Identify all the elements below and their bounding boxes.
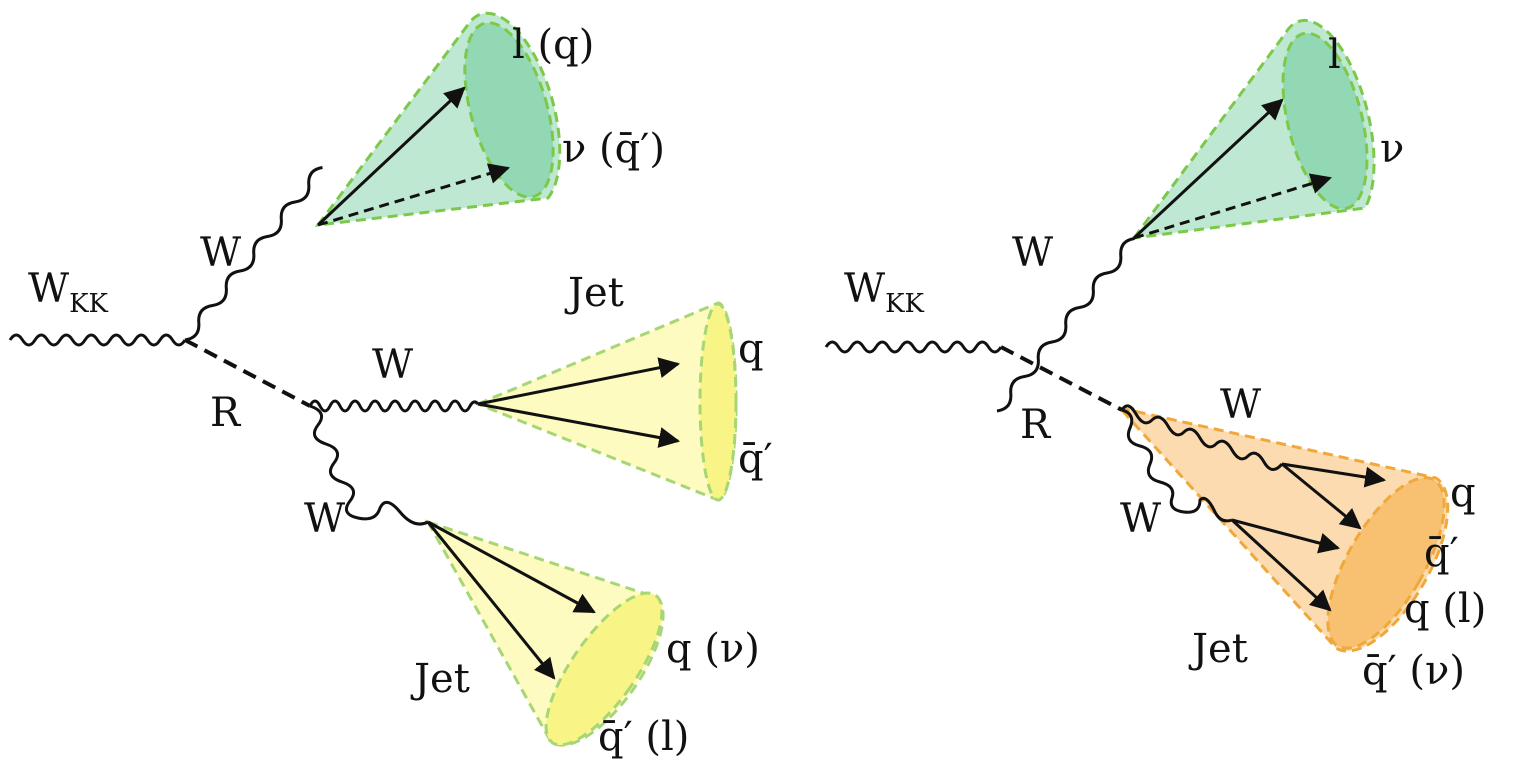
right-jet-qbar-label: q̄′ (1424, 530, 1459, 576)
right-lepton-label: l (1328, 32, 1341, 78)
left-jet1-arrow-q (477, 357, 681, 406)
right-w-merged-1-wavy-line (1120, 404, 1284, 471)
right-lepton-arrow (1132, 98, 1284, 240)
left-resonance-dashed-line (184, 338, 311, 408)
left-w-upper-label: W (200, 230, 241, 276)
right-jet-arrow-qbar (1281, 462, 1362, 530)
left-jet1-q-label: q (738, 326, 764, 372)
left-neutrino-label: ν (q̄′) (562, 126, 665, 172)
left-jet2-qbar-label: q̄′ (l) (598, 714, 689, 760)
left-jet-cone-2 (424, 519, 665, 747)
left-jet1-qbar-label: q̄′ (738, 436, 773, 482)
left-jet-cone-1 (474, 301, 738, 502)
right-w-upper-wavy-line (996, 237, 1135, 413)
left-jet2-title: Jet (410, 656, 470, 702)
right-diagram: WKK W R W W l ν Jet q q̄′ q (l) q̄′ (ν) (824, 19, 1486, 694)
right-neutrino-arrow (1133, 173, 1333, 240)
right-w-merged-2-label: W (1120, 496, 1161, 542)
left-lepton-arrow (316, 86, 466, 227)
left-w-upper-wavy-line (184, 166, 323, 342)
left-neutrino-arrow (317, 163, 511, 227)
right-resonance-dashed-line (1000, 345, 1123, 412)
right-w-upper-label: W (1012, 230, 1053, 276)
left-jet2-arrow-q (427, 520, 596, 614)
left-lepton-label: l (q) (512, 22, 594, 68)
left-resonance-label: R (210, 390, 242, 436)
right-jet-q-l-label: q (l) (1404, 586, 1486, 632)
left-w-mid-label: W (372, 342, 413, 388)
right-w-merged-1-label: W (1220, 382, 1261, 428)
left-w-lower-wavy-line (309, 404, 429, 526)
left-wkk-label: WKK (28, 266, 109, 319)
left-jet2-q-label: q (ν) (666, 626, 760, 672)
right-w-merged-2-wavy-line (1121, 408, 1233, 523)
right-jet-arrow-q2 (1231, 518, 1341, 554)
left-jet1-arrow-qbar (477, 402, 681, 448)
right-wkk-label: WKK (844, 266, 925, 319)
right-jet-arrow-q (1281, 462, 1387, 488)
right-neutrino-label: ν (1380, 126, 1404, 172)
left-jet2-arrow-qbar (426, 521, 556, 680)
left-w-mid-wavy-line (308, 399, 480, 413)
left-wkk-wavy-line (8, 333, 187, 347)
left-diagram: WKK W R W W l (q) ν (q̄′) Jet q q̄′ q (ν… (8, 11, 773, 760)
left-w-lower-label: W (304, 496, 345, 542)
right-jet-qbar-nu-label: q̄′ (ν) (1362, 648, 1465, 694)
left-jet1-title: Jet (564, 270, 624, 316)
right-jet-q-label: q (1450, 470, 1476, 516)
right-lepton-cone (1130, 19, 1376, 240)
right-jet-title: Jet (1188, 626, 1248, 672)
right-wkk-wavy-line (824, 340, 1003, 354)
right-resonance-label: R (1020, 402, 1052, 448)
right-jet-arrow-qbar2 (1230, 518, 1332, 612)
